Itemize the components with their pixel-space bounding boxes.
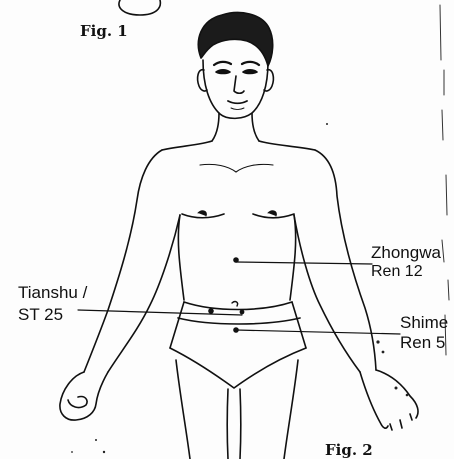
tianshu-label: Tianshu / ST 25 xyxy=(18,283,87,324)
clavicles xyxy=(200,164,273,172)
right-leg xyxy=(284,360,298,459)
tianshu-name: Tianshu / xyxy=(18,283,87,302)
collar-right xyxy=(259,141,315,150)
left-leg-inner xyxy=(227,389,228,459)
mouth xyxy=(228,101,247,103)
zhongwan-name: Zhongwa xyxy=(371,243,441,262)
left-leg xyxy=(176,360,190,459)
right-hand xyxy=(360,370,418,430)
left-nipple xyxy=(198,211,206,216)
left-hand xyxy=(60,372,108,420)
neck-right xyxy=(252,113,259,141)
shimen-code: Ren 5 xyxy=(400,333,448,352)
fig2-caption: Fig. 2 xyxy=(325,441,373,459)
zhongwan-code: Ren 12 xyxy=(371,262,441,281)
tianshu-point-left xyxy=(208,308,214,314)
underwear-waistband-bottom xyxy=(178,318,300,324)
underwear-right xyxy=(292,302,306,348)
left-arm-inner xyxy=(108,215,180,372)
neck-left xyxy=(212,113,219,141)
tianshu-leader-line xyxy=(78,310,242,315)
zhongwan-label: Zhongwa Ren 12 xyxy=(371,243,441,281)
fig1-caption: Fig. 1 xyxy=(80,22,128,40)
tianshu-code: ST 25 xyxy=(18,305,87,324)
left-eyebrow xyxy=(214,62,231,65)
torso-right xyxy=(290,215,296,300)
left-arm-outer xyxy=(84,150,162,372)
shimen-name: Shime xyxy=(400,313,448,332)
right-eye xyxy=(243,70,257,74)
left-eye xyxy=(216,70,230,74)
hair xyxy=(198,13,272,66)
right-edge-scan-artifacts xyxy=(440,5,449,355)
torso-left xyxy=(178,215,184,300)
right-arm-outer xyxy=(315,150,376,370)
collar-left xyxy=(162,141,212,150)
shimen-point xyxy=(233,327,239,333)
tianshu-point-right xyxy=(240,310,245,315)
chin-line xyxy=(231,108,244,110)
underwear-left xyxy=(170,302,184,348)
right-leg-inner xyxy=(240,389,241,459)
zhongwan-point xyxy=(233,257,239,263)
right-nipple xyxy=(268,211,276,216)
right-eyebrow xyxy=(242,62,259,65)
fig1-fragment xyxy=(119,0,160,15)
shimen-label: Shime Ren 5 xyxy=(400,313,448,352)
navel xyxy=(232,302,238,306)
left-thumb xyxy=(68,397,87,408)
underwear-legs xyxy=(170,348,306,388)
nose xyxy=(234,76,244,93)
shimen-leader-line xyxy=(236,330,400,334)
